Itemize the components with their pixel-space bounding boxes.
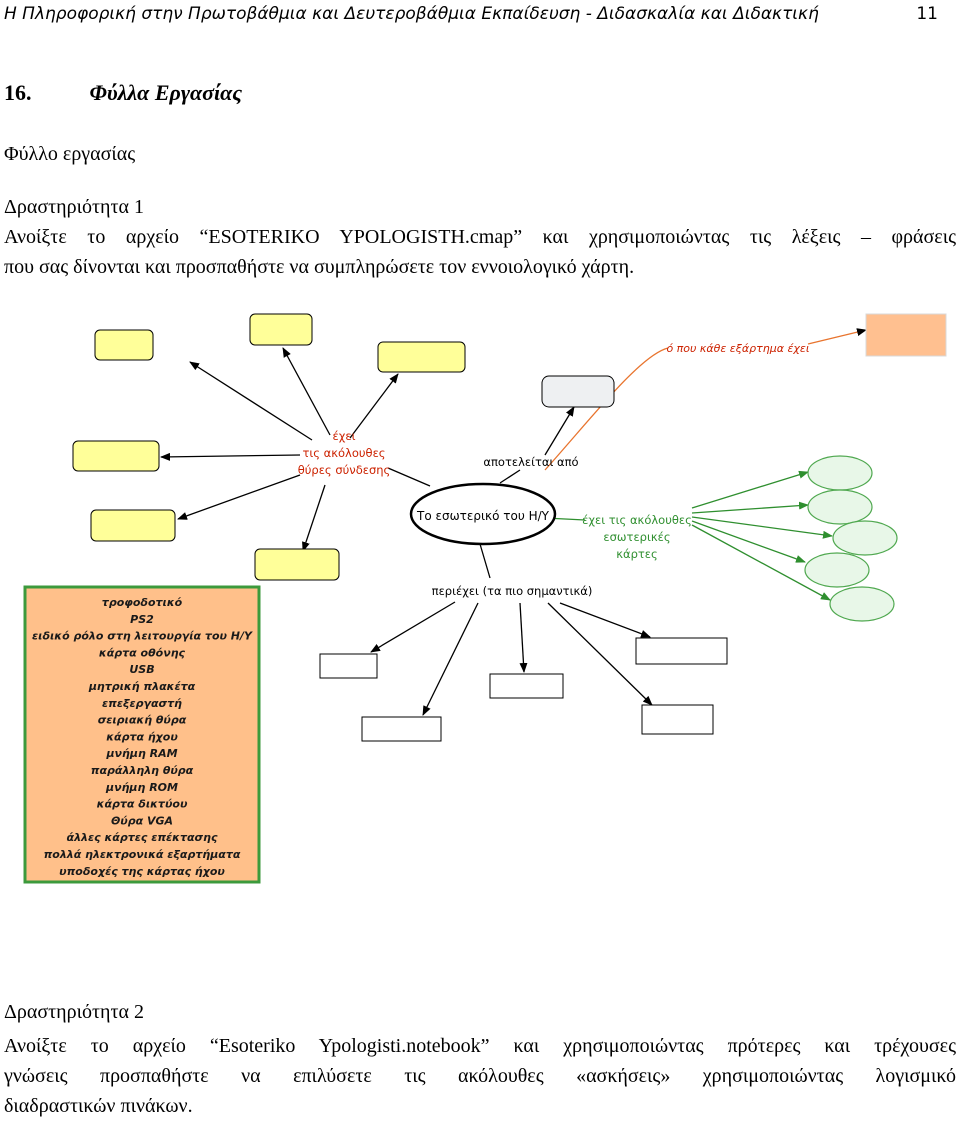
link-ports-label-1: έχει [333,429,356,443]
blank-card-ellipse[interactable] [829,586,895,622]
card-ellipses [804,455,898,622]
link-cards-label-2: εσωτερικές [603,530,670,544]
contains-lines [370,543,653,716]
word-bank-item: USB [129,663,154,676]
component-boxes [319,637,728,742]
link-ports-label-3: θύρες σύνδεσης [298,463,391,477]
blank-component-box[interactable] [635,637,728,665]
port-boxes [72,313,466,581]
page-number: 11 [916,4,938,24]
consists-lines [499,406,575,484]
blank-component-box[interactable] [319,653,378,679]
blank-port-box[interactable] [377,341,466,373]
word-bank-item: σειριακή θύρα [98,714,187,727]
link-every-device-label: ό που κάθε εξάρτημα έχει [666,342,809,355]
orange-link-arrow [807,328,867,345]
orange-link-curve [544,347,669,471]
activity1-text: Ανοίξτε το αρχείο “ESOTERIKO YPOLOGISTH.… [4,222,956,282]
blank-card-ellipse[interactable] [832,520,898,556]
activity2-line3: διαδραστικών πινάκων. [4,1095,193,1117]
activity2-text: Ανοίξτε το αρχείο “Esoteriko Ypologisti.… [4,1031,956,1121]
header-title: Η Πληροφορική στην Πρωτοβάθμια και Δευτε… [4,4,819,24]
center-concept-label: Το εσωτερικό του Η/Υ [416,509,550,523]
word-bank-item: επεξεργαστή [102,697,182,710]
activity1-heading: Δραστηριότητα 1 [4,196,144,218]
activity2-heading: Δραστηριότητα 2 [4,1001,144,1023]
blank-port-box[interactable] [94,329,154,361]
blank-card-ellipse[interactable] [804,552,870,588]
section-title: 16. Φύλλα Εργασίας [4,80,242,106]
blank-orange-box[interactable] [865,313,947,357]
activity2-line2: γνώσεις προσπαθήστε να επιλύσετε τις ακό… [4,1065,956,1087]
blank-component-box[interactable] [361,716,442,742]
link-cards-label-3: κάρτες [616,547,658,561]
word-bank-item: ειδικό ρόλο στη λειτουργία του Η/Υ [32,630,253,643]
card-arrows [544,470,833,601]
blank-port-box[interactable] [72,440,160,472]
word-bank-item: Θύρα VGA [111,814,173,827]
link-contains-label: περιέχει (τα πιο σημαντικά) [432,584,593,598]
word-bank-box [23,585,261,884]
blank-card-ellipse[interactable] [807,455,873,491]
section-number: 16. [4,80,32,105]
blank-port-box[interactable] [254,548,340,581]
center-concept [409,482,557,546]
link-consists-label: αποτελείται από [483,455,578,469]
word-bank-item: μητρική πλακέτα [88,680,196,693]
activity1-line1: Ανοίξτε το αρχείο “ESOTERIKO YPOLOGISTH.… [4,226,956,248]
word-bank-item: τροφοδοτικό [102,596,183,609]
activity1-line2: που σας δίνονται και προσπαθήστε να συμπ… [4,256,635,278]
section-title-text: Φύλλα Εργασίας [89,80,243,105]
word-bank-item: πολλά ηλεκτρονικά εξαρτήματα [44,848,241,861]
blank-port-box[interactable] [249,313,313,346]
concept-map: Το εσωτερικό του Η/Υ έχει τις ακόλουθες … [23,313,947,884]
word-bank-item: κάρτα ήχου [106,730,178,743]
blank-port-box[interactable] [90,509,176,542]
word-bank-item: υποδοχές της κάρτας ήχου [59,865,225,878]
blank-component-box[interactable] [489,673,564,699]
blank-component-box[interactable] [541,375,615,408]
word-bank-item: PS2 [130,613,154,626]
worksheet-label: Φύλλο εργασίας [4,143,136,165]
link-ports-label-2: τις ακόλουθες [302,446,385,460]
blank-component-box[interactable] [641,704,714,735]
word-bank-item: μνήμη RAM [105,747,177,760]
page-header: Η Πληροφορική στην Πρωτοβάθμια και Δευτε… [4,4,956,24]
word-bank-item: κάρτα δικτύου [97,798,188,811]
word-bank-item: άλλες κάρτες επέκτασης [67,831,218,844]
word-bank-item: κάρτα οθόνης [99,646,186,659]
port-arrows [160,347,431,552]
link-cards-label-1: έχει τις ακόλουθες [582,513,692,527]
word-bank-item: παράλληλη θύρα [91,764,194,777]
blank-card-ellipse[interactable] [807,489,873,525]
activity2-line1: Ανοίξτε το αρχείο “Esoteriko Ypologisti.… [4,1035,956,1057]
word-bank-item: μνήμη ROM [105,781,178,794]
